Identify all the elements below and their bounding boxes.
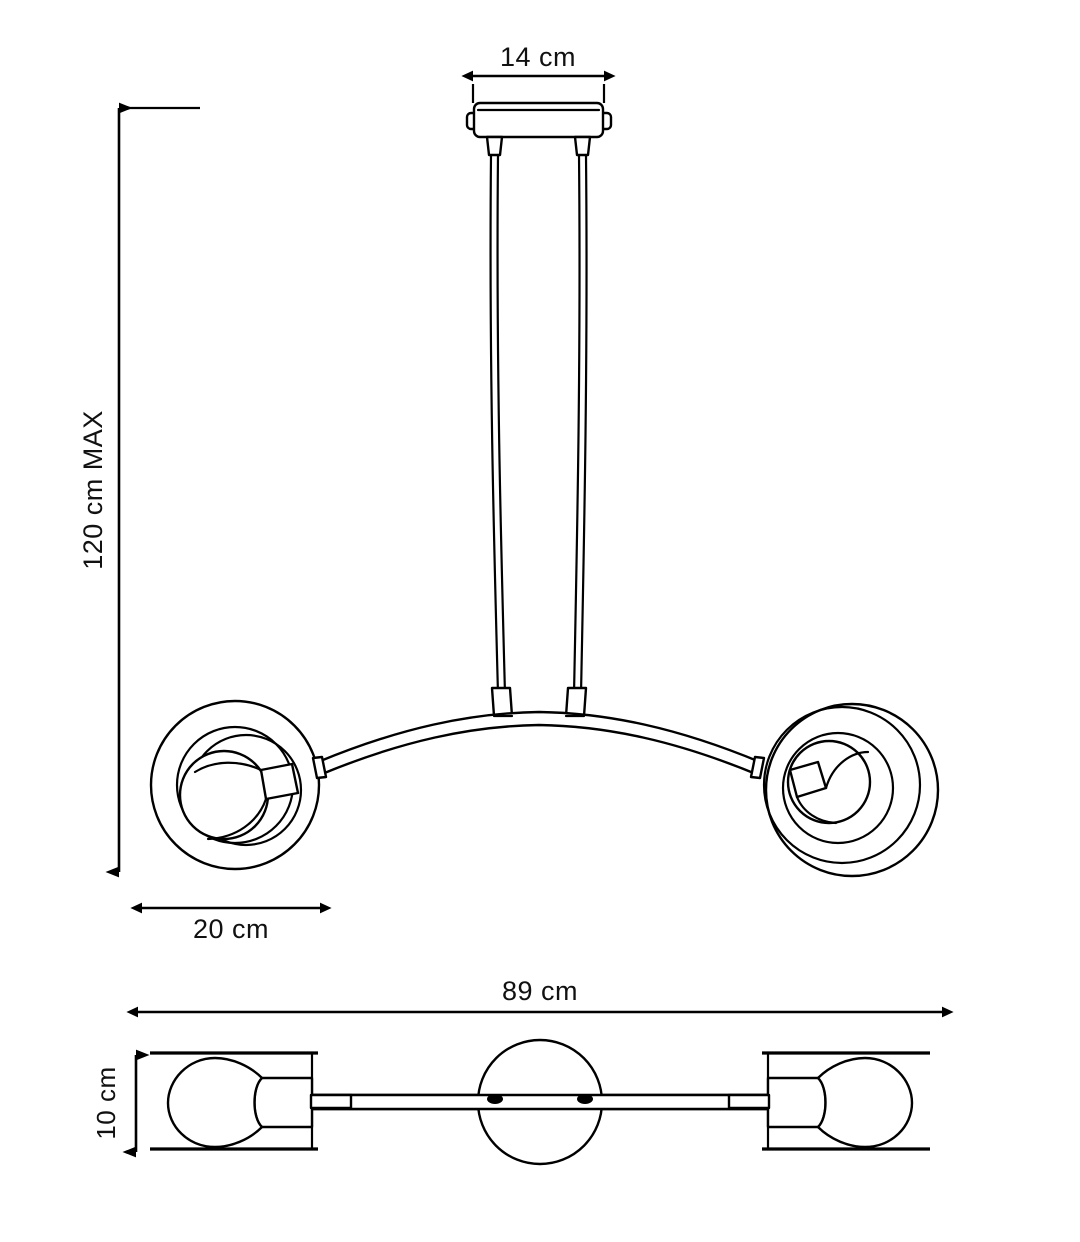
left-arm-stub — [311, 755, 328, 780]
cable-connector-left — [490, 686, 514, 718]
cable-collar-left — [485, 135, 504, 157]
right-stem — [727, 1093, 771, 1110]
dimension-label-overall-width: 89 cm — [502, 976, 578, 1006]
dimension-label-canopy-width: 14 cm — [500, 42, 576, 72]
left-ring-shade — [149, 699, 328, 871]
right-socket-body — [766, 1076, 827, 1129]
cable-left-edge-a — [489, 153, 500, 696]
dimension-label-drop-height: 120 cm MAX — [78, 410, 108, 570]
left-socket-body — [253, 1076, 314, 1129]
cable-right-edge-b — [579, 153, 588, 696]
left-bulb-profile — [166, 1056, 264, 1149]
cable-collar-right — [573, 135, 592, 157]
curved-cross-bar — [316, 710, 762, 776]
dimension-overall-width: 89 cm — [126, 976, 954, 1018]
right-ring-outer-offset — [762, 705, 922, 865]
right-arm-stub — [749, 755, 766, 780]
dimension-canopy-width: 14 cm — [461, 42, 616, 103]
canopy-body — [472, 101, 605, 139]
dimension-shade-diameter: 20 cm — [130, 902, 332, 944]
right-bulb-seam-a — [824, 750, 870, 790]
bar-mount-point-right — [577, 1094, 593, 1104]
dimension-overall-depth: 10 cm — [91, 1049, 150, 1158]
suspension-cables — [489, 153, 588, 718]
left-bulb-seam-b — [193, 761, 263, 774]
cable-connector-right — [564, 686, 588, 718]
cable-right-edge-a — [572, 153, 581, 696]
arm-body — [316, 710, 762, 776]
bottom-view-right-lamp — [727, 1051, 930, 1151]
bottom-view — [150, 1038, 930, 1166]
left-bulb-seam-a — [206, 797, 268, 841]
left-globe-bulb — [178, 749, 270, 841]
dimension-label-shade-diameter: 20 cm — [193, 914, 269, 944]
right-bulb-profile — [816, 1056, 914, 1149]
bottom-view-left-lamp — [150, 1051, 353, 1151]
dimension-drop-height: 120 cm MAX — [78, 102, 200, 878]
right-bulb-seam-b — [795, 795, 838, 825]
right-ring-inner — [781, 731, 895, 845]
right-ring-shade — [749, 702, 940, 878]
left-socket-facet — [259, 762, 300, 801]
bottom-view-bar-overlay — [309, 1093, 771, 1111]
left-stem — [309, 1093, 353, 1110]
cable-left-edge-b — [496, 153, 507, 696]
dimension-label-overall-depth: 10 cm — [91, 1066, 121, 1139]
bar-mount-point-left — [487, 1094, 503, 1104]
canopy-assembly — [465, 101, 613, 157]
